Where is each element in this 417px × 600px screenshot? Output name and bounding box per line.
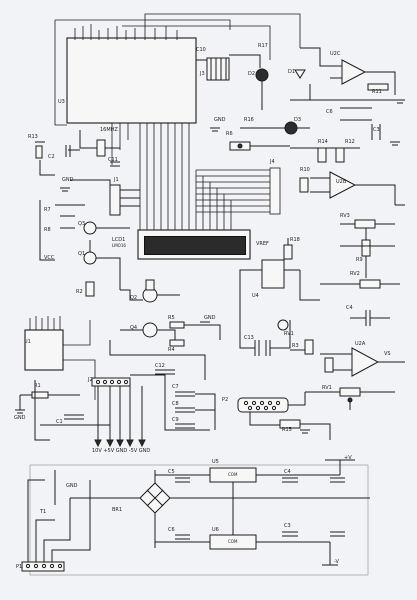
lcd-display-window xyxy=(144,236,246,255)
label-c7: C7 xyxy=(172,384,179,390)
label-vref: VREF xyxy=(256,241,269,247)
label-c1: C1 xyxy=(56,419,63,425)
label-r7: R7 xyxy=(44,207,51,213)
label-gnd-1: GND xyxy=(62,177,74,183)
label-q1: Q1 xyxy=(78,251,86,257)
label-rv3: RV3 xyxy=(340,213,350,219)
label-c8: C8 xyxy=(172,401,179,407)
label-rv1: RV1 xyxy=(322,385,332,391)
label-gnd-5: GND xyxy=(66,483,78,489)
label-c5: C5 xyxy=(168,469,175,475)
label-c3: C3 xyxy=(373,127,380,133)
label-c13: C13 xyxy=(244,335,254,341)
label-t1: T1 xyxy=(40,509,47,515)
label-c4: C4 xyxy=(346,305,353,311)
label-r8: R8 xyxy=(44,227,51,233)
label-rv6: R6 xyxy=(226,131,233,137)
label-vs: VS xyxy=(384,351,391,357)
label-r10: R10 xyxy=(300,167,310,173)
label-c6: C6 xyxy=(326,109,333,115)
label-c3b: C3 xyxy=(284,523,291,529)
label-r15: R15 xyxy=(282,427,292,433)
label-j3: J3 xyxy=(200,71,205,77)
u1-ic-body xyxy=(24,329,64,371)
label-d1: D1 xyxy=(288,69,296,75)
label-p2: P2 xyxy=(222,397,229,403)
label-r1: R1 xyxy=(34,383,41,389)
label-u4: U4 xyxy=(252,293,259,299)
label-u5-com: COM xyxy=(228,472,238,477)
label-r17: R17 xyxy=(258,43,268,49)
label-crystal: 16MHZ xyxy=(100,127,118,133)
label-bottom-pins: 10V +5V GND -5V GND xyxy=(92,448,151,454)
label-lcd1: LCD1 xyxy=(112,237,126,243)
label-d2: D2 xyxy=(248,71,256,77)
label-p1: P1 xyxy=(16,564,23,570)
label-v-minus: -V xyxy=(334,559,339,565)
label-u2b: U2B xyxy=(336,179,347,185)
label-u3: U3 xyxy=(58,99,65,105)
label-rv2: RV2 xyxy=(350,271,360,277)
label-r3: R3 xyxy=(292,343,299,349)
label-c2: C2 xyxy=(48,154,55,160)
label-u6: U6 xyxy=(212,527,219,533)
label-vcc-1: VCC xyxy=(44,255,55,261)
label-br1: BR1 xyxy=(112,507,123,513)
label-u5: U5 xyxy=(212,459,219,465)
label-u1: U1 xyxy=(24,339,31,345)
label-c11: C11 xyxy=(108,157,118,163)
label-r18: R18 xyxy=(290,237,300,243)
label-c12: C12 xyxy=(155,363,165,369)
label-r2: R2 xyxy=(76,289,83,295)
label-q3: Q3 xyxy=(78,221,86,227)
label-c6b: C6 xyxy=(168,527,175,533)
label-rv4: RV1 xyxy=(284,331,294,337)
label-q2: Q2 xyxy=(130,295,138,301)
label-r13: R13 xyxy=(28,134,38,140)
label-lcd1-sub: LMO16 xyxy=(112,243,126,248)
label-j2: J2 xyxy=(88,377,93,383)
label-c9: C9 xyxy=(172,417,179,423)
label-c10: C10 xyxy=(196,47,206,53)
u3-ic-body xyxy=(66,37,197,124)
label-j1: J1 xyxy=(114,177,119,183)
label-r12: R12 xyxy=(345,139,355,145)
label-r9: R9 xyxy=(356,257,363,263)
label-c4b: C4 xyxy=(284,469,291,475)
label-q4: Q4 xyxy=(130,325,138,331)
label-u2a: U2A xyxy=(355,341,366,347)
label-r5: R5 xyxy=(168,315,175,321)
label-r16: R16 xyxy=(244,117,254,123)
label-u6-com: COM xyxy=(228,539,238,544)
label-gnd-2: GND xyxy=(214,117,226,123)
label-d3: D3 xyxy=(294,117,302,123)
label-gnd-3: GND xyxy=(204,315,216,321)
label-r14: R14 xyxy=(318,139,328,145)
label-r4: R4 xyxy=(168,347,175,353)
label-r11: R11 xyxy=(372,89,382,95)
label-v-plus: +V xyxy=(344,455,352,461)
label-j4: J4 xyxy=(270,159,275,165)
label-gnd-4: GND xyxy=(14,415,26,421)
label-u2c: U2C xyxy=(330,51,341,57)
